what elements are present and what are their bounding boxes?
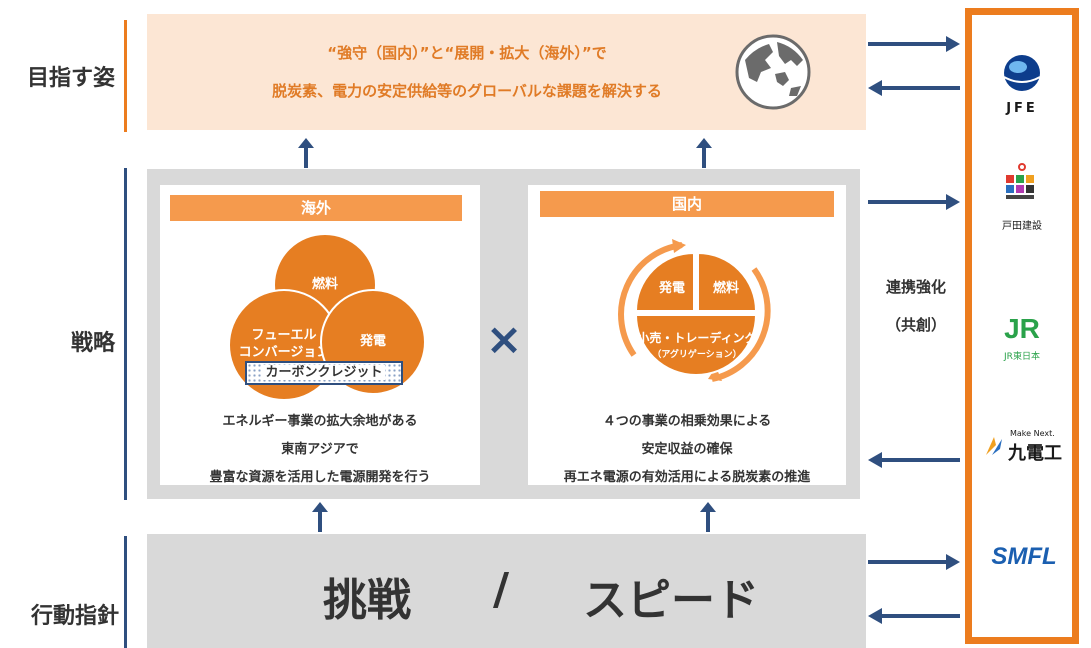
partner-smfl: SMFL xyxy=(972,539,1072,579)
segment-retail: 小売・トレーディング xyxy=(637,331,757,345)
partner-kyudenko-name: 九電工 xyxy=(1008,443,1062,464)
domestic-desc-3: 再エネ電源の有効活用による脱炭素の推進 xyxy=(563,470,811,485)
partner-jfe-name: JFE xyxy=(1006,101,1038,116)
arrow-to-partners-mid xyxy=(868,194,960,210)
domestic-desc-1: ４つの事業の相乗効果による xyxy=(602,414,772,429)
overseas-panel: 海外 燃料 フューエル コンバージョン 発電 カーボンクレジット エネルギー事業… xyxy=(160,185,480,485)
vision-divider xyxy=(124,20,127,132)
overseas-header: 海外 xyxy=(170,195,462,221)
arrow-from-partners-top xyxy=(868,80,960,96)
arrow-up-left-vision xyxy=(298,138,314,168)
label-strategy: 戦略 xyxy=(70,331,115,356)
action-speed: スピード xyxy=(583,575,759,626)
carbon-credit-box: カーボンクレジット xyxy=(245,361,403,385)
overseas-desc-3: 豊富な資源を活用した電源開発を行う xyxy=(209,470,431,485)
arrow-from-partners-bottom xyxy=(868,608,960,624)
vision-line-2: 脱炭素、電力の安定供給等のグローバルな課題を解決する xyxy=(272,82,662,100)
arrow-up-right-vision xyxy=(696,138,712,168)
label-action: 行動指針 xyxy=(30,604,119,629)
carbon-credit-label: カーボンクレジット xyxy=(263,365,385,380)
partner-kyudenko-prefix: Make Next. xyxy=(1010,429,1055,438)
times-sign: × xyxy=(485,314,523,365)
vision-box: “強守（国内）”と“展開・拡大（海外）”で 脱炭素、電力の安定供給等のグローバル… xyxy=(147,14,866,130)
collaboration-label-2: （共創） xyxy=(885,316,946,334)
domestic-cycle-diagram xyxy=(618,239,771,382)
arrow-up-right-strategy xyxy=(700,502,716,532)
globe-icon xyxy=(735,34,811,110)
strategy-divider xyxy=(124,168,127,500)
segment-fuel: 燃料 xyxy=(712,281,739,296)
overseas-desc-2: 東南アジアで xyxy=(281,442,359,457)
partner-toda-name: 戸田建設 xyxy=(1002,221,1042,232)
overseas-desc-1: エネルギー事業の拡大余地がある xyxy=(222,414,418,429)
smfl-logo: SMFL xyxy=(991,543,1057,570)
segment-retail-sub: （アグリゲーション） xyxy=(652,350,742,360)
action-divider xyxy=(124,536,127,648)
domestic-panel: 国内 発電 燃料 小売・トレーディング （アグリゲーション） ４つの事業の相乗効… xyxy=(528,185,846,485)
jfe-logo xyxy=(1003,55,1041,91)
action-box: 挑戦 / スピード xyxy=(147,534,866,648)
partner-toda: 戸田建設 xyxy=(972,163,1072,243)
circle-fuel-conversion-label: フューエル コンバージョン xyxy=(238,328,330,360)
jr-east-logo: JR xyxy=(1004,313,1040,344)
collaboration-label-1: 連携強化 xyxy=(885,278,946,296)
arrow-to-partners-top xyxy=(868,36,960,52)
domestic-header: 国内 xyxy=(540,191,834,217)
toda-logo xyxy=(1006,163,1034,199)
segment-power: 発電 xyxy=(658,281,685,296)
partner-jfe: JFE xyxy=(972,53,1072,133)
arrow-up-left-strategy xyxy=(312,502,328,532)
arrow-to-partners-bottom xyxy=(868,554,960,570)
label-vision: 目指す姿 xyxy=(26,66,115,91)
arrow-from-partners-mid xyxy=(868,452,960,468)
action-challenge: 挑戦 xyxy=(323,575,411,626)
action-slash: / xyxy=(493,564,510,615)
partner-kyudenko: Make Next. 九電工 xyxy=(972,429,1072,469)
partner-jr-east: JR JR東日本 xyxy=(972,313,1072,373)
partners-panel: JFE 戸田建設 JR JR東日本 Make Next. 九電工 SMFL xyxy=(965,8,1079,644)
domestic-desc-2: 安定収益の確保 xyxy=(641,442,733,457)
kyudenko-logo xyxy=(986,437,1002,455)
vision-line-1: “強守（国内）”と“展開・拡大（海外）”で xyxy=(327,44,607,62)
partner-jr-east-name: JR東日本 xyxy=(1004,352,1040,362)
